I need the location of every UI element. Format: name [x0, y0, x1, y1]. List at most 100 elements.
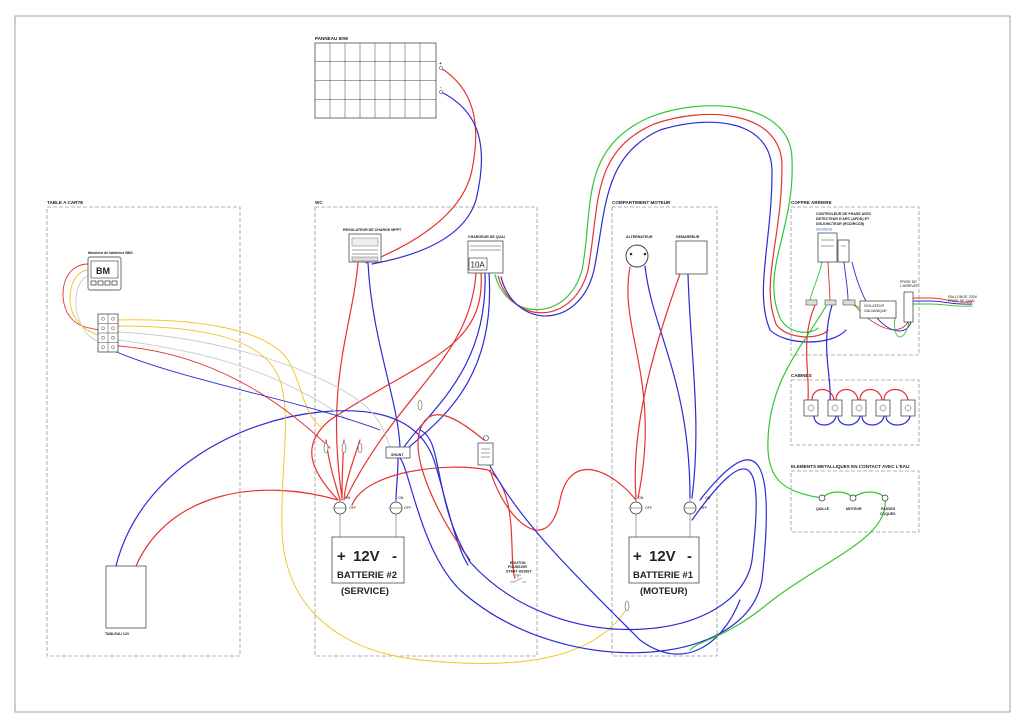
- battery-1: ON OFF ON OFF + 12V - BATTERIE #1 (MOTEU…: [628, 496, 711, 597]
- wire-cabin-link-7: [861, 415, 885, 426]
- wire-charger-ac-earth: [494, 105, 819, 333]
- wire-shore-cable-earth: [912, 303, 973, 307]
- wire-shore-cable-neutral: [912, 300, 973, 305]
- cabin-outlet: [827, 399, 843, 417]
- wire-isolator-earth: [854, 304, 861, 309]
- switch-off-label: OFF: [404, 506, 412, 510]
- charge-relay: [477, 435, 494, 466]
- mppt-label: REGULATEUR DE CHARGE MPPT: [343, 228, 402, 232]
- battery-monitor-button: [97, 280, 104, 286]
- wire-charger-ac-live: [497, 113, 829, 338]
- wire-battery1-negative-loop-2: [399, 457, 767, 654]
- cabin-outlet: [875, 399, 891, 417]
- wire-relay-feed: [417, 414, 485, 561]
- wire-bonding-engine-thruhull: [852, 491, 886, 499]
- shore-charger-label: CHARGEUR DE QUAI: [468, 235, 505, 239]
- breaker-line-2: DETECTEUR D'ARC (AFDD) ET: [816, 217, 870, 221]
- start-assist-line-2: POUSSOIR: [508, 565, 527, 569]
- wire-monitor-positive: [62, 263, 101, 331]
- cabin-outlet: [900, 399, 916, 417]
- solar-panel-minus-label: -: [440, 85, 442, 90]
- wire-starter-negative: [687, 273, 697, 499]
- solar-panel-plus-label: +: [439, 61, 442, 66]
- battery-2-role: (SERVICE): [341, 586, 389, 597]
- battery-monitor-button: [104, 280, 111, 286]
- shore-charger-rating-box: [468, 257, 488, 271]
- ground-point-engine-label: MOTEUR: [846, 507, 862, 511]
- zone-label-engine: COMPARTIMENT MOTEUR: [612, 200, 671, 205]
- galvanic-isolator: ISOLATEUR GALVANIQUE: [859, 300, 897, 319]
- wire-terminal-red: [117, 345, 331, 449]
- wire-alternator-positive: [627, 266, 646, 499]
- ground-point-thruhull: [881, 494, 889, 502]
- wire-cabins-live: [806, 304, 816, 401]
- zone-chart-table: TABLE A CARTE: [46, 200, 241, 657]
- terminal-block-chart-table: [97, 313, 119, 353]
- zone-label-wc: WC: [315, 200, 323, 205]
- zone-label-wet-metal: ELEMENTS METALLIQUES EN CONTACT AVEC L'E…: [791, 464, 910, 469]
- battery-monitor-display: [90, 260, 119, 279]
- solar-panel-label: PANNEAU 80W: [315, 36, 349, 41]
- battery-switch-positive: ON OFF: [629, 496, 653, 537]
- ground-point-engine: [849, 494, 857, 502]
- battery-2-voltage: 12V: [353, 548, 380, 565]
- wire-cabin-link-3: [859, 388, 883, 401]
- connector-block: [824, 299, 837, 306]
- galvanic-isolator-line-1: ISOLATEUR: [864, 304, 885, 308]
- wire-charger-positive-1: [345, 272, 477, 499]
- wire-cabins-neutral: [826, 304, 833, 401]
- wire-charger-ac-neutral: [500, 121, 847, 343]
- mppt-regulator: REGULATEUR DE CHARGE MPPT: [343, 228, 402, 263]
- page-frame: [14, 15, 1011, 713]
- ground-point-thruhull-label-1: PASSES: [881, 507, 896, 511]
- wire-battery1-negative-loop-1: [419, 429, 757, 630]
- breaker-line-1: CONTROLEUR DE PHASE AVEC: [816, 212, 872, 216]
- shore-cable-line-1: RALLONGE 230V: [948, 295, 978, 299]
- switch-on-label: ON: [705, 496, 711, 500]
- wire-panel-negative: [371, 91, 482, 265]
- ground-point-keel: [818, 494, 826, 502]
- battery-1-voltage: 12V: [649, 548, 676, 565]
- shore-inlet: PRISE DE L'ARRIVEE: [900, 280, 919, 323]
- connector-block: [805, 299, 818, 306]
- wire-cabin-link-1: [811, 388, 835, 401]
- zone-aft-locker: COFFRE ARRIERE: [790, 200, 920, 356]
- fuse: [323, 442, 329, 454]
- start-assist-button: BOUTON POUSSOIR START ASSIST: [506, 561, 532, 583]
- battery-2-name: BATTERIE #2: [337, 570, 397, 581]
- wire-breaker-neutral: [843, 261, 849, 301]
- fuse: [624, 600, 630, 612]
- battery-switch-negative: ON OFF: [389, 496, 412, 537]
- switch-on-label: ON: [345, 496, 351, 500]
- wire-battery2-startassist: [351, 466, 516, 579]
- wire-charger-negative-2: [407, 272, 491, 449]
- battery-monitor-display-text: BM: [96, 266, 110, 276]
- wire-monitor-signal-1: [69, 269, 101, 337]
- wire-inlet-earth: [894, 311, 910, 338]
- wire-mppt-negative: [367, 262, 401, 448]
- wire-bonding-to-engine: [689, 497, 886, 651]
- wire-terminal-gray-2: [117, 339, 349, 421]
- wire-inlet-live: [849, 299, 909, 330]
- breaker-brand: SIEMENS: [816, 228, 833, 232]
- wire-cabin-link-4: [883, 388, 909, 401]
- zone-cabins: CABINES: [790, 373, 920, 446]
- inline-fuses: [323, 399, 630, 612]
- wire-panel12v-negative: [115, 410, 469, 567]
- battery-1-minus: -: [687, 548, 692, 565]
- wire-relay-negative: [489, 465, 741, 655]
- start-assist-line-3: START ASSIST: [506, 570, 532, 574]
- solar-panel: PANNEAU 80W + -: [314, 36, 443, 119]
- wire-starter-positive: [634, 273, 681, 499]
- switch-off-label: OFF: [349, 506, 357, 510]
- battery-monitor-button: [90, 280, 97, 286]
- wire-breaker-earth: [809, 261, 823, 301]
- shore-cable-line-2: PRISE DE QUAI: [948, 299, 975, 303]
- battery-switch-negative: ON OFF: [683, 496, 711, 537]
- breaker-controller: CONTROLEUR DE PHASE AVEC DETECTEUR D'ARC…: [816, 212, 872, 263]
- battery-1-plus: +: [633, 548, 642, 565]
- shore-charger: CHARGEUR DE QUAI 10A: [467, 235, 505, 274]
- wire-cabin-link-6: [837, 415, 861, 426]
- cabin-outlet: [851, 399, 867, 417]
- connector-block: [842, 299, 856, 306]
